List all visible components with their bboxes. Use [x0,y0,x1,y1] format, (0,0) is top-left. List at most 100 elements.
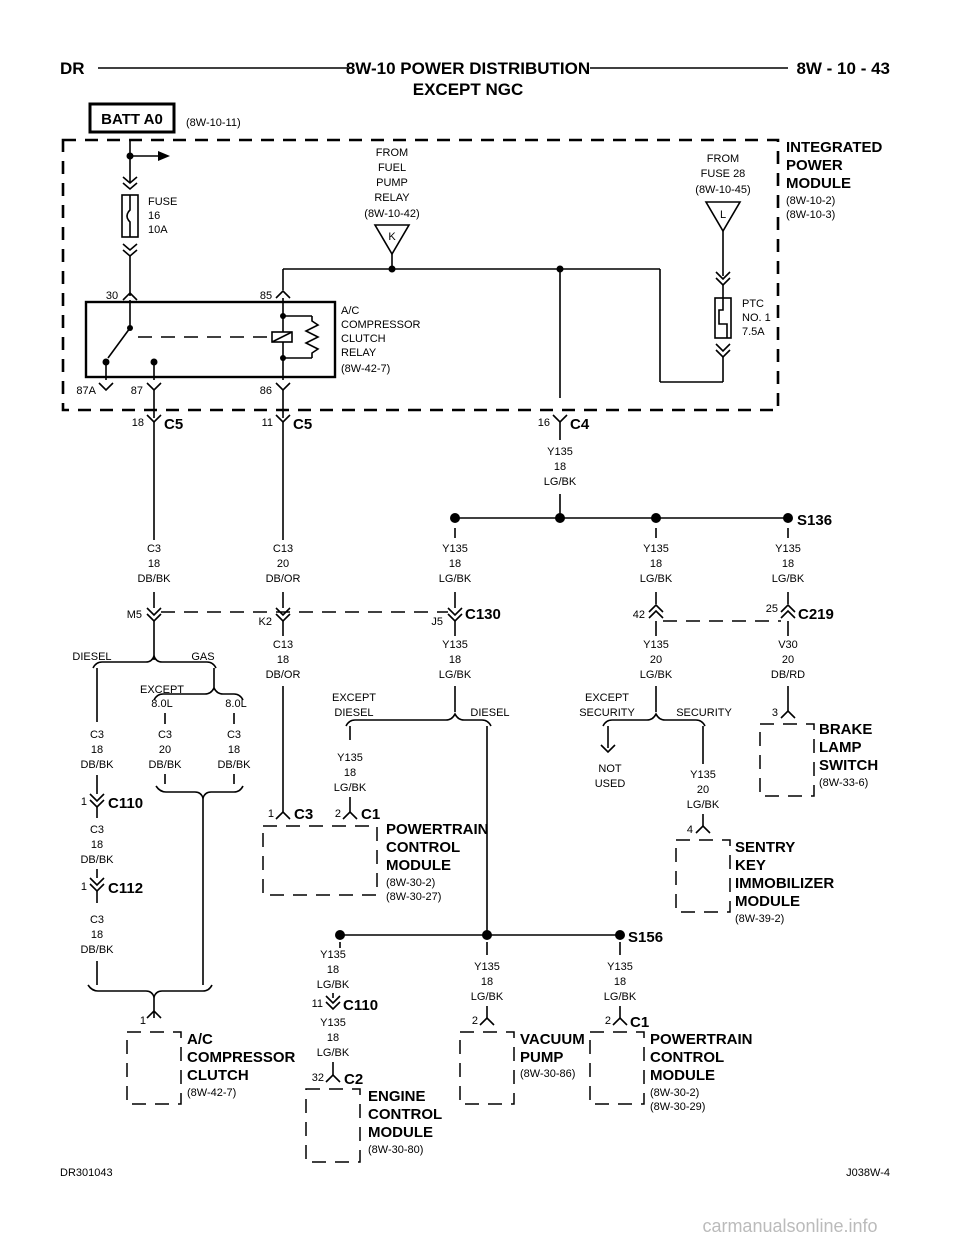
relay-86-terminal [275,382,291,392]
svg-text:18: 18 [554,461,566,473]
sentry-outline [675,839,731,913]
svg-text:A/C: A/C [341,305,359,317]
ecm-terminal [325,1073,341,1083]
branch-except-security: EXCEPT SECURITY [579,692,635,719]
svg-text:C219: C219 [798,606,834,623]
pcm1-label: POWERTRAIN CONTROL MODULE (8W-30-2) (8W-… [386,821,489,903]
branch-diesel: DIESEL [72,651,111,663]
fuse-16-lower-wire [122,243,138,328]
ipm-outline [61,138,780,412]
pcm2-label: POWERTRAIN CONTROL MODULE (8W-30-2) (8W-… [650,1031,753,1113]
svg-text:RELAY: RELAY [374,192,410,204]
svg-text:CLUTCH: CLUTCH [187,1067,249,1084]
svg-text:LG/BK: LG/BK [317,979,350,991]
pcm2-connector: C1 [630,1014,649,1031]
svg-text:18: 18 [782,558,794,570]
svg-text:C3: C3 [227,729,241,741]
header-subtitle: EXCEPT NGC [413,80,524,99]
svg-text:POWER: POWER [786,157,843,174]
svg-text:POWERTRAIN: POWERTRAIN [386,821,489,838]
svg-text:DB/RD: DB/RD [771,669,805,681]
svg-text:LG/BK: LG/BK [439,669,472,681]
fuel-relay-flag-tag: K [388,231,396,243]
wire-label-y135-except-diesel: Y135 18 LG/BK [334,752,367,794]
svg-text:NOT: NOT [598,763,622,775]
wire-label-y135-a: Y135 18 LG/BK [439,543,472,585]
wire-label-v30: V30 20 DB/RD [771,639,805,681]
svg-text:C3: C3 [147,543,161,555]
svg-text:(8W-39-2): (8W-39-2) [735,913,784,925]
wire-label-y135-lower: Y135 18 LG/BK [439,639,472,681]
pcm-c1-terminal [342,810,358,820]
svg-text:MODULE: MODULE [650,1067,715,1084]
header-page-number: 8W - 10 - 43 [796,59,890,78]
svg-text:(8W-10-42): (8W-10-42) [364,208,419,220]
diesel-gas-branch [92,653,217,669]
wire-label-y135-b: Y135 18 LG/BK [640,543,673,585]
svg-text:18: 18 [327,964,339,976]
svg-text:11: 11 [312,998,323,1010]
header-title: 8W-10 POWER DISTRIBUTION [346,59,590,78]
pcm2-outline [589,1031,645,1105]
svg-text:C3: C3 [90,729,104,741]
vac-pin: 2 [472,1015,478,1027]
pcm-c3-terminal [275,810,291,820]
wire-label-c3-8-0l: C3 18 DB/BK [217,729,251,771]
svg-text:DB/BK: DB/BK [80,854,114,866]
svg-text:MODULE: MODULE [786,175,851,192]
batt-box [88,102,176,134]
svg-text:FROM: FROM [376,147,408,159]
svg-text:COMPRESSOR: COMPRESSOR [341,319,421,331]
svg-text:7.5A: 7.5A [742,326,765,338]
wire-label-c3-upper: C3 18 DB/BK [137,543,171,585]
svg-text:(8W-30-80): (8W-30-80) [368,1144,423,1156]
relay-87a-terminal [98,382,114,392]
connector-c5-pin11: 11 C5 [262,414,312,433]
svg-text:LG/BK: LG/BK [640,573,673,585]
rejoin-80-branch [155,785,244,801]
relay-label: A/C COMPRESSOR CLUTCH RELAY (8W-42-7) [341,305,421,375]
pcm2-terminal [612,1016,628,1026]
svg-text:MODULE: MODULE [368,1124,433,1141]
svg-text:SECURITY: SECURITY [579,707,635,719]
watermark: carmanualsonline.info [702,1216,877,1236]
wire-stubs-to-c130 [153,592,789,608]
sentry-pin: 4 [687,824,693,836]
svg-text:BRAKE: BRAKE [819,721,872,738]
svg-text:20: 20 [650,654,662,666]
svg-text:PUMP: PUMP [376,177,408,189]
svg-text:(8W-30-86): (8W-30-86) [520,1068,575,1080]
svg-text:Y135: Y135 [607,961,633,973]
svg-text:EXCEPT: EXCEPT [140,684,184,696]
svg-text:20: 20 [782,654,794,666]
svg-text:LG/BK: LG/BK [687,799,720,811]
svg-text:IMMOBILIZER: IMMOBILIZER [735,875,834,892]
wire-label-c13-upper: C13 20 DB/OR [266,543,301,585]
svg-text:DIESEL: DIESEL [334,707,373,719]
svg-text:C3: C3 [158,729,172,741]
svg-text:16: 16 [148,210,160,222]
ipm-label: INTEGRATED POWER MODULE (8W-10-2) (8W-10… [786,139,883,221]
relay-coil-icon [271,298,320,370]
relay-coil-feed-bus [282,254,660,398]
svg-text:18: 18 [91,744,103,756]
ecm-outline [305,1088,361,1163]
vac-outline [459,1031,515,1105]
svg-text:K2: K2 [259,616,272,628]
svg-text:Y135: Y135 [775,543,801,555]
ptc-label: PTC NO. 1 7.5A [742,298,771,338]
pcm-c1-connector: C1 [361,806,380,823]
svg-text:C13: C13 [273,543,293,555]
svg-text:CLUTCH: CLUTCH [341,333,386,345]
svg-text:FROM: FROM [707,153,739,165]
wire-label-c3-c112: C3 18 DB/BK [80,914,114,956]
svg-text:FUEL: FUEL [378,162,406,174]
svg-text:A/C: A/C [187,1031,213,1048]
clutch-terminal [146,1009,162,1019]
diesel-branch [345,712,492,727]
wire-label-y135-l3: Y135 18 LG/BK [471,961,504,1003]
wire-label-y135-20: Y135 20 LG/BK [640,639,673,681]
footer-left: DR301043 [60,1167,113,1179]
